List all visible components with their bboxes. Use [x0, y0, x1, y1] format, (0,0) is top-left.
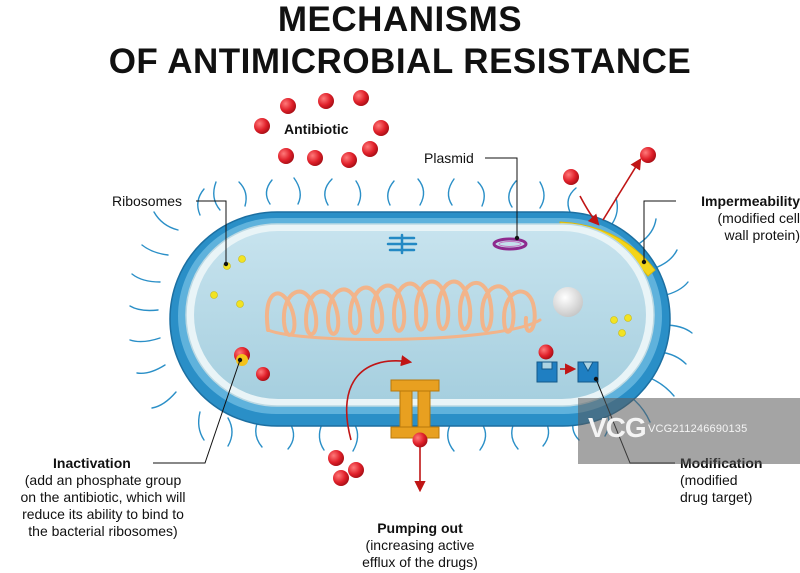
antibiotic-label: Antibiotic	[284, 121, 349, 137]
drug-targets	[536, 361, 599, 383]
pumping-title: Pumping out	[377, 520, 463, 536]
watermark-logo: VCG	[588, 412, 647, 443]
inactivation-line-3: reduce its ability to bind to	[22, 506, 184, 522]
watermark: VCG VCG211246690135	[578, 398, 800, 464]
leader-dots	[223, 235, 647, 382]
impermeability-line-1: (modified cell	[717, 210, 800, 226]
title-line-2: OF ANTIMICROBIAL RESISTANCE	[108, 42, 692, 81]
arrows	[345, 158, 642, 493]
watermark-id: VCG211246690135	[648, 423, 748, 435]
inactivation-line-4: the bacterial ribosomes)	[28, 523, 178, 539]
inactivation-title: Inactivation	[53, 455, 131, 471]
pumping-callout: Pumping out (increasing active efflux of…	[330, 520, 510, 571]
ribosomes-label: Ribosomes	[112, 193, 183, 209]
title-line-1: MECHANISMS	[277, 0, 523, 39]
antibiotic-molecules	[254, 90, 656, 486]
pumping-line-1: (increasing active	[365, 537, 475, 553]
plasmid-label: Plasmid	[424, 150, 474, 166]
cytoplasm	[194, 231, 646, 399]
impermeability-line-2: wall protein)	[724, 227, 800, 243]
plasmid-shape	[492, 237, 528, 251]
dna-nucleoid	[264, 279, 542, 341]
modification-line-2: drug target)	[680, 489, 753, 505]
impermeability-title: Impermeability	[701, 193, 800, 209]
impermeability-callout: Impermeability (modified cell wall prote…	[660, 193, 800, 244]
inactivation-description: (add an phosphate group on the antibioti…	[0, 472, 206, 540]
modification-line-1: (modified	[680, 472, 738, 488]
inactivation-line-2: on the antibiotic, which will	[20, 489, 186, 505]
ribosome-structure	[386, 233, 418, 255]
ribosomes	[210, 255, 632, 337]
inactivation-line-1: (add an phosphate group	[24, 472, 182, 488]
pumping-line-2: efflux of the drugs)	[362, 554, 478, 570]
storage-granule	[553, 287, 583, 317]
